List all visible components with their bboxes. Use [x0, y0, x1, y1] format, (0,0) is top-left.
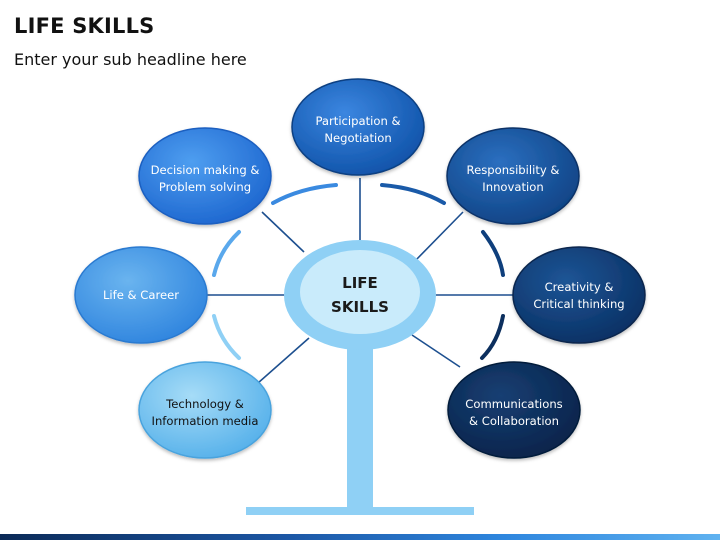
node-technology-line2: Information media	[152, 414, 259, 428]
node-decision	[138, 127, 272, 225]
node-communications-line2: & Collaboration	[469, 414, 559, 428]
node-life-career	[74, 246, 208, 344]
node-technology-line1: Technology &	[165, 397, 244, 411]
node-communications	[447, 361, 581, 459]
node-responsibility-line1: Responsibility &	[467, 163, 560, 177]
node-participation-line1: Participation &	[315, 114, 400, 128]
stand-base	[246, 507, 474, 515]
node-technology-shape	[138, 361, 272, 459]
node-creativity	[512, 246, 646, 344]
node-communications-line1: Communications	[465, 397, 562, 411]
arc-right-lower	[480, 314, 505, 360]
connector-technology	[257, 337, 310, 384]
node-participation	[291, 78, 425, 176]
node-decision-shape	[138, 127, 272, 225]
connector-lines	[207, 178, 513, 384]
connector-decision	[261, 211, 305, 253]
hub-label-line1: LIFE	[342, 274, 378, 292]
node-creativity-shape	[512, 246, 646, 344]
arc-top-right	[380, 183, 446, 205]
arc-left-upper	[212, 230, 241, 277]
node-decision-line1: Decision making &	[151, 163, 260, 177]
node-creativity-line1: Creativity &	[545, 280, 614, 294]
node-communications-shape	[447, 361, 581, 459]
node-creativity-line2: Critical thinking	[533, 297, 624, 311]
arc-left-lower	[212, 314, 241, 360]
hub-inner	[300, 250, 420, 334]
node-responsibility	[446, 127, 580, 225]
hub-label-line2: SKILLS	[331, 298, 389, 316]
node-technology	[138, 361, 272, 459]
connector-responsibility	[413, 211, 464, 263]
footer-accent-bar	[0, 534, 720, 540]
node-responsibility-line2: Innovation	[482, 180, 543, 194]
arc-segments	[212, 183, 505, 360]
node-decision-line2: Problem solving	[159, 180, 251, 194]
connector-communications	[411, 334, 461, 368]
node-participation-line2: Negotiation	[324, 131, 391, 145]
slide-title: LIFE SKILLS	[14, 14, 155, 38]
node-responsibility-shape	[446, 127, 580, 225]
node-participation-shape	[291, 78, 425, 176]
stand-pole	[347, 340, 373, 510]
node-life-career-line1: Life & Career	[103, 288, 179, 302]
arc-right-upper	[481, 230, 505, 277]
node-life-career-shape	[74, 246, 208, 344]
arc-top-left	[271, 183, 338, 205]
slide-subtitle: Enter your sub headline here	[14, 50, 247, 69]
